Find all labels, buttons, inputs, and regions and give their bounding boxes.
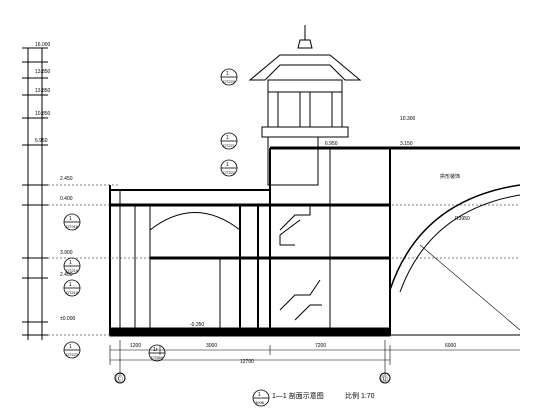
- elev-left-6: 0.400: [60, 196, 73, 202]
- left-elevation-ruler: [22, 47, 48, 340]
- bottom-dimensions: [109, 340, 520, 375]
- elev-right-1: 6.950: [325, 141, 338, 147]
- elev-left-0: 16.000: [35, 42, 51, 48]
- drawing-title: 1—1 剖面示意图: [272, 391, 324, 400]
- callout-7-top: 1r: [153, 347, 158, 353]
- callout-2-top: 1: [226, 162, 229, 168]
- elev-left-8: 2.400: [60, 272, 73, 278]
- arch-note: 拱形装饰: [440, 173, 460, 180]
- dim-bottom-0: 3000: [206, 343, 217, 349]
- callout-5-bottom: DT218: [66, 290, 79, 295]
- callout-3-bottom: DT218: [66, 224, 79, 229]
- callout-3-top: 1: [69, 216, 72, 222]
- callout-0-top: 1: [226, 71, 229, 77]
- elev-left-2: 13.850: [35, 88, 51, 94]
- callout-1-bottom: DT221: [223, 143, 236, 148]
- section-marker-top: 1: [258, 392, 261, 398]
- elev-left-3: 10.850: [35, 111, 51, 117]
- dim-bottom-4: 12700: [240, 359, 254, 365]
- axis-marker-left: [114, 372, 126, 384]
- building-structure: [109, 146, 521, 337]
- elev-right-2: 3.150: [400, 141, 413, 147]
- section-marker-bottom: 3008: [255, 400, 265, 405]
- elev-left-5: 2.450: [60, 176, 73, 182]
- callout-2-bottom: DT222: [223, 170, 236, 175]
- level-lines: [48, 184, 520, 336]
- dim-bottom-1: 1200: [130, 343, 141, 349]
- elev-left-1: 13.850: [35, 69, 51, 75]
- elev-right-0: 10.300: [400, 116, 416, 122]
- callout-0-bottom: DT220: [223, 79, 236, 84]
- dim-bottom-2: 7200: [315, 343, 326, 349]
- callout-1-top: 1: [226, 135, 229, 141]
- callout-6-bottom: DT223: [66, 352, 79, 357]
- dim-bottom-3: 6000: [445, 343, 456, 349]
- elev-right-3: -0.350: [190, 322, 204, 328]
- elev-left-4: 6.950: [35, 138, 48, 144]
- arch-radius: R3950: [455, 216, 470, 222]
- axis-marker-right-label: ⑫: [381, 375, 388, 383]
- axis-marker-right: [379, 372, 391, 384]
- callouts: [63, 68, 270, 407]
- elev-left-7: 3.900: [60, 250, 73, 256]
- callout-5-top: 1: [69, 282, 72, 288]
- drawing-scale: 比例 1:70: [345, 391, 375, 400]
- tower-pavilion: [248, 25, 362, 186]
- callout-4-top: 1: [69, 260, 72, 266]
- elev-left-9: ±0.000: [60, 316, 75, 322]
- axis-marker-left-label: Ⓒ: [116, 375, 123, 383]
- callout-7-bottom: DT550: [151, 355, 164, 360]
- callout-6-top: 1: [69, 344, 72, 350]
- drawing-text: 16.000 13.850 13.850 10.850 6.950 2.450 …: [35, 42, 470, 405]
- callout-4-bottom: DT219: [66, 268, 79, 273]
